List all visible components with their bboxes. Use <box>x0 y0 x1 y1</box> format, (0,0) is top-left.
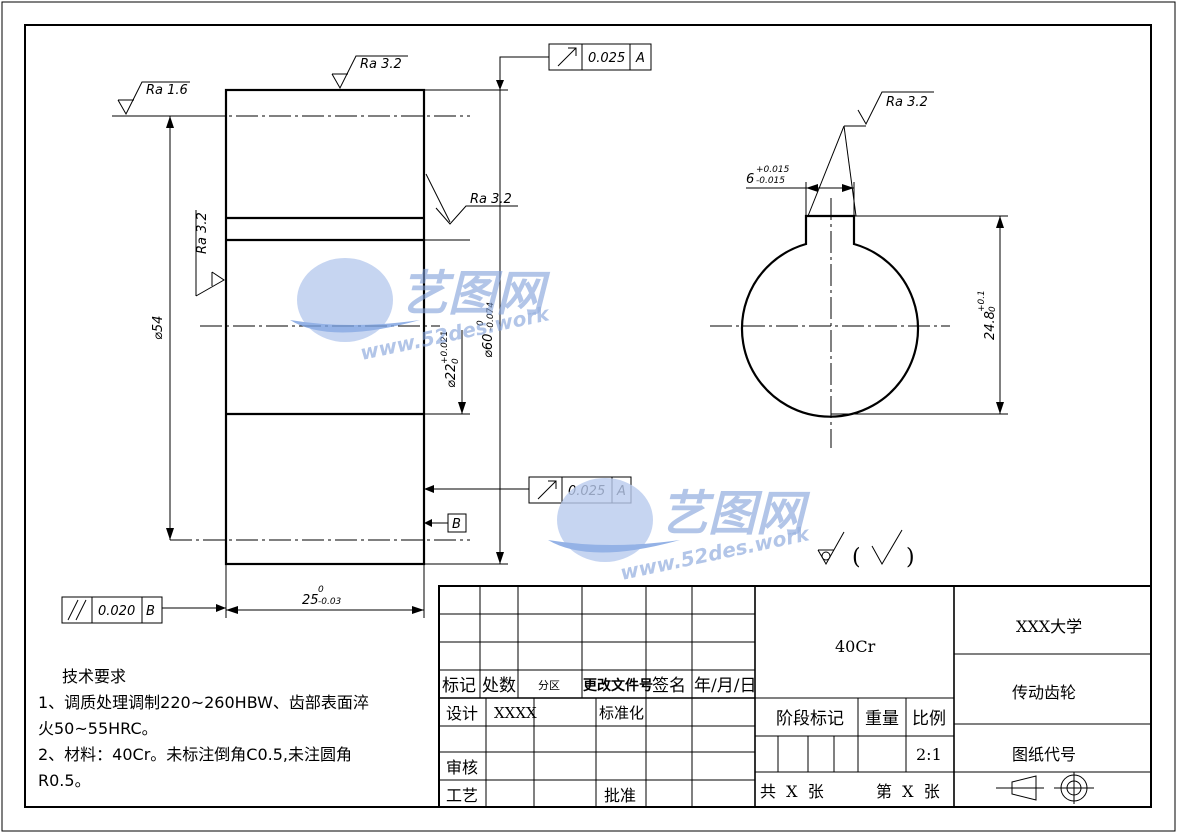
dim-key-width-text: 6 <box>746 172 754 187</box>
notes-title: 技术要求 <box>62 667 127 686</box>
tb-part-name: 传动齿轮 <box>1012 683 1076 702</box>
projection-symbol-icon <box>996 772 1094 804</box>
tb-sheet-no: 第 X 张 <box>876 782 940 801</box>
tolerance-frame-parallel: 0.020 B <box>61 596 226 624</box>
technical-requirements: 技术要求 1、调质处理调制220~260HBW、齿部表面淬 火50~55HRC。… <box>38 664 433 794</box>
roughness-top: Ra 3.2 <box>331 55 408 90</box>
tb-zone: 分区 <box>538 679 560 692</box>
tb-process: 工艺 <box>446 786 478 805</box>
svg-text:(: ( <box>852 545 861 570</box>
side-view: 6 +0.015 -0.015 24.8 +0.1 0 Ra 3.2 <box>710 91 1008 448</box>
svg-text:+0.1: +0.1 <box>977 290 987 312</box>
tolerance-frame-top: 0.025 A <box>496 43 652 90</box>
tb-review: 审核 <box>446 758 478 777</box>
svg-text:-0.03: -0.03 <box>318 597 342 607</box>
watermark-name-2: 艺图网 <box>660 486 811 542</box>
svg-text:-0.015: -0.015 <box>756 176 785 186</box>
tb-approve: 批准 <box>604 786 636 805</box>
watermark-2: 艺图网 www.52des.work <box>548 478 813 585</box>
svg-text:0: 0 <box>988 306 998 312</box>
tb-weight: 重量 <box>865 709 899 729</box>
title-block: 标记 处数 分区 更改文件号 签名 年/月/日 设计 XXXX 标准化 审核 工… <box>438 585 1152 808</box>
watermark-name-1: 艺图网 <box>400 266 551 322</box>
gear-body-outline <box>224 88 426 566</box>
tolerance-parallel-value: 0.020 <box>98 604 135 619</box>
tb-scale-label: 比例 <box>912 709 946 729</box>
tb-change-doc: 更改文件号 <box>583 677 653 694</box>
svg-text:0: 0 <box>318 585 324 595</box>
hub-profile-with-keyway <box>740 214 920 418</box>
svg-text:-0.074: -0.074 <box>486 302 496 331</box>
tb-drawing-code: 图纸代号 <box>1012 745 1076 764</box>
svg-text:0: 0 <box>451 358 461 364</box>
dim-25-text: 25 <box>302 593 319 608</box>
datum-b-label: B <box>452 517 461 532</box>
general-roughness-symbol: ( ) <box>817 529 915 570</box>
dim-key-depth-text: 24.8 <box>983 311 998 340</box>
datum-b: B <box>424 513 467 533</box>
notes-line-4: R0.5。 <box>38 771 91 790</box>
roughness-left-label: Ra 1.6 <box>146 83 188 98</box>
svg-text:0: 0 <box>476 320 486 326</box>
dimension-diameter-22: ⌀22 +0.021 0 <box>424 239 470 415</box>
dimension-width-25: 25 0 -0.03 <box>225 564 425 618</box>
roughness-right-face: Ra 3.2 <box>425 173 518 225</box>
tolerance-top-value: 0.025 <box>588 51 625 66</box>
tb-stage-mark: 阶段标记 <box>776 709 844 729</box>
roughness-top-label: Ra 3.2 <box>360 57 402 72</box>
svg-text:): ) <box>906 545 915 570</box>
tolerance-parallel-datum: B <box>146 604 155 619</box>
tb-sheets: 共 X 张 <box>760 782 824 801</box>
dim-22-text: ⌀22 <box>444 364 459 388</box>
roughness-keyway-label: Ra 3.2 <box>886 95 928 110</box>
dim-60-text: ⌀60 <box>481 334 496 358</box>
tb-designer: XXXX <box>494 704 537 722</box>
dimension-diameter-60: ⌀60 -0.074 0 <box>424 89 508 565</box>
tb-scale: 2:1 <box>916 745 942 764</box>
tb-date: 年/月/日 <box>694 676 756 696</box>
tolerance-top-datum: A <box>635 51 645 66</box>
tb-standardize: 标准化 <box>599 704 644 722</box>
svg-text:+0.021: +0.021 <box>440 331 450 364</box>
tb-count: 处数 <box>482 676 516 696</box>
dim-54-text: ⌀54 <box>151 316 166 340</box>
roughness-right-label: Ra 3.2 <box>470 192 512 207</box>
tb-mark: 标记 <box>442 676 476 696</box>
notes-line-2: 火50~55HRC。 <box>38 719 158 738</box>
front-view <box>170 88 470 566</box>
tb-school: XXX大学 <box>1016 617 1082 636</box>
notes-line-1: 1、调质处理调制220~260HBW、齿部表面淬 <box>38 693 369 712</box>
roughness-bore: Ra 3.2 <box>195 210 225 297</box>
dimension-diameter-54: ⌀54 <box>151 116 174 540</box>
tb-material: 40Cr <box>835 637 876 656</box>
roughness-bore-label: Ra 3.2 <box>195 212 210 254</box>
svg-text:+0.015: +0.015 <box>756 165 790 175</box>
watermark-1: 艺图网 www.52des.work <box>290 258 553 365</box>
tb-signature: 签名 <box>652 676 686 696</box>
notes-line-3: 2、材料：40Cr。未标注倒角C0.5,未注圆角 <box>38 745 352 764</box>
tb-design: 设计 <box>446 704 478 723</box>
roughness-left: Ra 1.6 <box>112 81 226 117</box>
